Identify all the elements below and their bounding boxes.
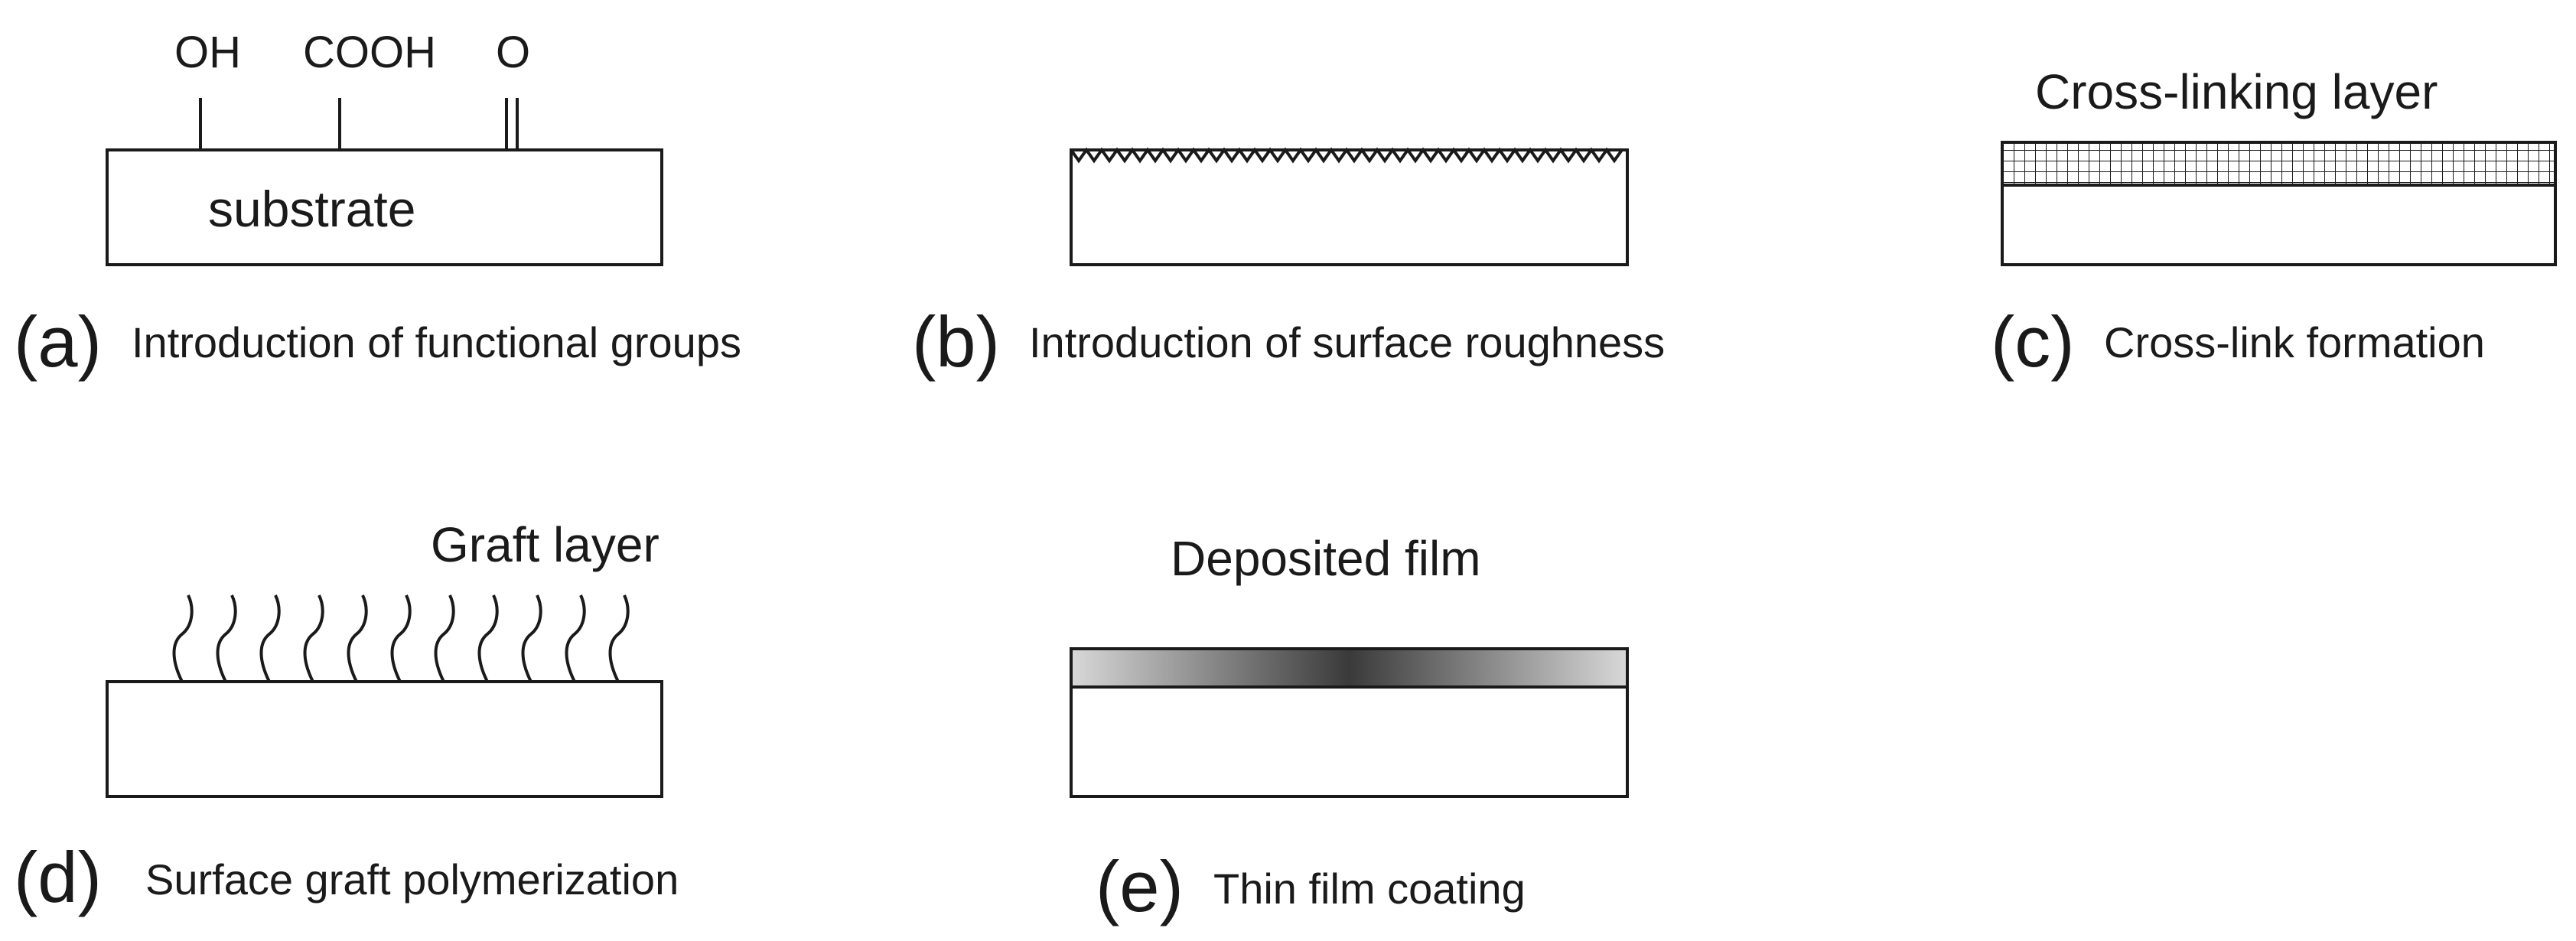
graft-chain xyxy=(347,594,368,682)
graft-chain xyxy=(259,594,281,682)
panel-b-graphic xyxy=(1070,147,1629,266)
panel-c-caption: Cross-link formation xyxy=(2104,318,2485,366)
graft-chain xyxy=(565,594,586,682)
cooh-group-label: COOH xyxy=(303,28,436,77)
oh-group-label: OH xyxy=(174,28,241,77)
panel-c-letter: (c) xyxy=(1991,301,2075,382)
panel-b-letter: (b) xyxy=(912,301,1000,382)
panel-d-letter: (d) xyxy=(14,837,102,917)
graft-chain xyxy=(521,594,542,682)
carbonyl-group-label: O xyxy=(496,28,531,77)
graft-chain xyxy=(390,594,412,682)
panel-e-letter: (e) xyxy=(1096,846,1184,926)
graft-chains xyxy=(172,594,630,682)
cross-linking-layer-label: Cross-linking layer xyxy=(2035,64,2438,119)
panel-a-letter: (a) xyxy=(14,301,102,382)
cross-linking-layer xyxy=(2001,141,2557,187)
panel-d-substrate xyxy=(106,680,663,798)
panel-a-caption: Introduction of functional groups xyxy=(132,318,741,366)
panel-a-substrate xyxy=(106,148,663,266)
graft-chain xyxy=(303,594,324,682)
graft-chain xyxy=(608,594,630,682)
panel-d-caption: Surface graft polymerization xyxy=(145,855,679,904)
deposited-film xyxy=(1070,647,1629,689)
panel-b-caption: Introduction of surface roughness xyxy=(1029,318,1666,366)
panel-d-graphic xyxy=(106,594,663,798)
graft-layer-label: Graft layer xyxy=(431,517,659,572)
graft-chain xyxy=(477,594,499,682)
panel-e-caption: Thin film coating xyxy=(1213,864,1526,913)
deposited-film-label: Deposited film xyxy=(1171,531,1481,586)
graft-chain xyxy=(216,594,237,682)
panel-c-graphic xyxy=(2001,141,2557,266)
panel-b-substrate xyxy=(1070,148,1629,266)
graft-chain xyxy=(434,594,455,682)
substrate-label: substrate xyxy=(208,181,416,237)
panel-e-graphic xyxy=(1070,647,1629,798)
panel-a-graphic xyxy=(106,98,663,266)
graft-chain xyxy=(172,594,194,682)
rough-surface xyxy=(1070,147,1623,164)
